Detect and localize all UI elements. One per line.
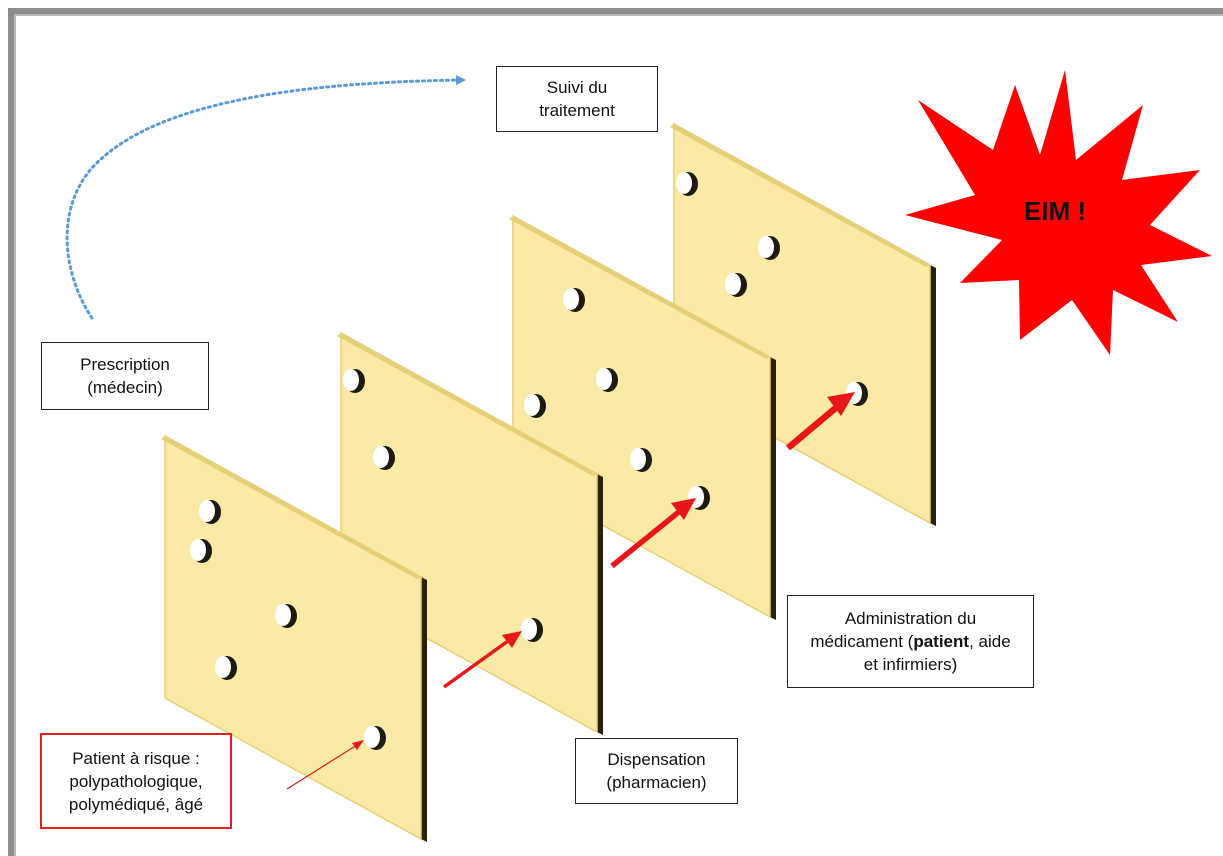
prescription-label: Prescription (médecin) [41, 342, 209, 410]
error-trajectory [286, 392, 855, 790]
administration-line-2-bold: patient [913, 632, 970, 651]
suivi-label: Suivi du traitement [496, 66, 658, 132]
dispensation-label: Dispensation (pharmacien) [575, 738, 738, 804]
slice-2 [337, 331, 603, 735]
dispensation-line-1: Dispensation [607, 750, 706, 769]
prescription-line-2: (médecin) [87, 378, 163, 397]
suivi-line-1: Suivi du [546, 78, 608, 97]
risk-patient-label: Patient à risque : polypathologique, pol… [40, 733, 232, 829]
risk-line-3: polymédiqué, âgé [68, 794, 204, 814]
slice-4 [670, 122, 936, 526]
frame-border [8, 8, 1223, 856]
eim-burst [905, 70, 1212, 355]
administration-label: Administration du médicament (patient, a… [787, 595, 1034, 688]
suivi-line-2: traitement [539, 101, 615, 120]
arrow-2 [442, 631, 522, 689]
prescription-line-1: Prescription [80, 355, 170, 374]
slice-3-holes [524, 288, 710, 510]
slice-1-holes [190, 500, 386, 750]
slice-4-holes [676, 172, 868, 406]
arrow-4 [785, 392, 855, 451]
feedback-curve [65, 75, 466, 320]
risk-line-2: polypathologique, [69, 771, 203, 791]
arrow-3 [610, 498, 696, 569]
administration-line-2: médicament (patient, aide [810, 630, 1010, 653]
arrow-1 [286, 740, 364, 790]
eim-label: EIM ! [1023, 196, 1087, 226]
slice-1 [161, 434, 427, 842]
administration-line-2-post: , aide [969, 632, 1011, 651]
administration-line-1: Administration du [844, 609, 977, 628]
slice-2-holes [343, 369, 543, 642]
administration-line-3: et infirmiers) [863, 655, 958, 674]
dispensation-line-2: (pharmacien) [606, 773, 707, 792]
risk-line-1: Patient à risque : [72, 748, 200, 768]
administration-line-2-pre: médicament ( [810, 632, 914, 651]
slice-3 [509, 214, 776, 620]
